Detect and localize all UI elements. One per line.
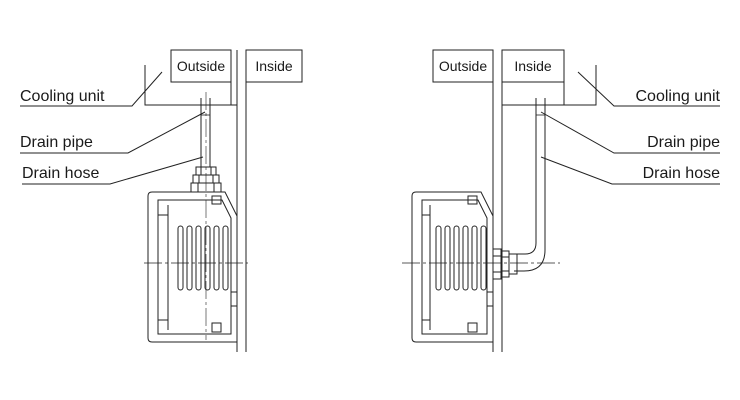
left-outside-label: Outside xyxy=(176,58,226,74)
right-leader-drain-pipe xyxy=(540,111,720,154)
left-inside-label: Inside xyxy=(255,58,293,74)
left-cooling-unit-outline xyxy=(144,65,237,106)
right-cooling-unit-outline xyxy=(502,65,597,106)
right-leader-drain-hose xyxy=(540,156,720,185)
left-vent-slots xyxy=(177,225,229,291)
right-installation xyxy=(402,49,720,352)
left-inside-box xyxy=(245,49,303,83)
left-leader-cooling-unit xyxy=(20,71,163,107)
right-drain-pipe xyxy=(514,98,546,272)
right-inside-box xyxy=(501,49,565,83)
left-enclosure xyxy=(147,191,238,343)
left-leader-drain-hose xyxy=(22,156,204,185)
left-leader-drain-pipe xyxy=(20,111,206,154)
left-installation xyxy=(20,49,303,352)
left-outside-box xyxy=(170,49,232,83)
right-outside-label: Outside xyxy=(438,58,488,74)
right-vent-slots xyxy=(435,225,487,291)
right-cable-gland xyxy=(492,248,518,280)
left-drain-pipe-label: Drain pipe xyxy=(20,134,93,151)
right-inside-label: Inside xyxy=(514,58,552,74)
right-drain-pipe-label: Drain pipe xyxy=(647,134,720,151)
right-drain-hose-label: Drain hose xyxy=(642,165,720,182)
left-drain-hose-label: Drain hose xyxy=(22,165,100,182)
right-outside-box xyxy=(432,49,494,83)
left-cooling-unit-label: Cooling unit xyxy=(20,88,105,105)
right-cooling-unit-label: Cooling unit xyxy=(635,88,721,105)
right-leader-cooling-unit xyxy=(577,71,720,107)
right-enclosure xyxy=(411,191,494,343)
